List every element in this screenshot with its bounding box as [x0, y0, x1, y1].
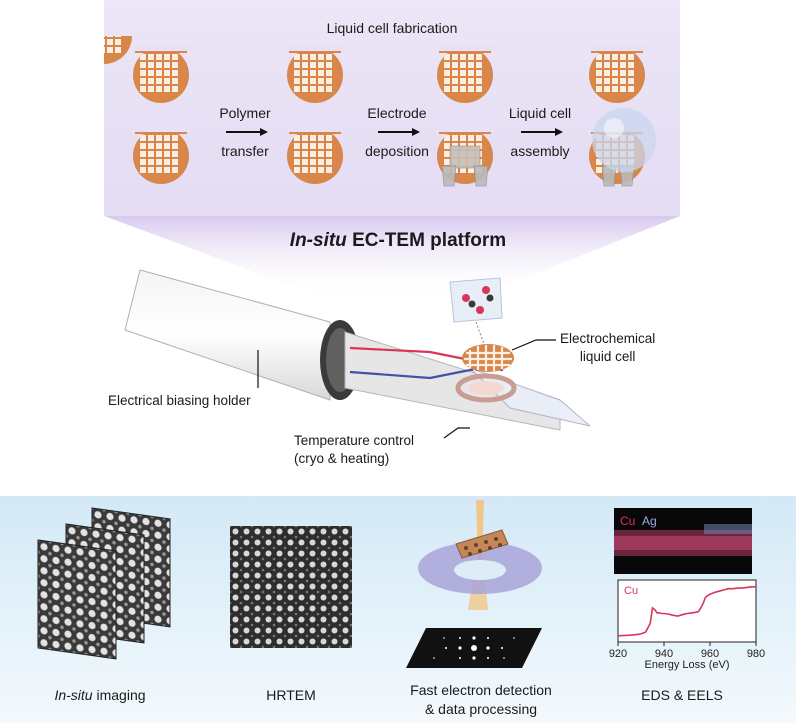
fabrication-grid-array: [104, 36, 656, 187]
arrow-right-icon: [378, 128, 420, 136]
arrow-right-icon: [226, 128, 268, 136]
fabrication-panel: [104, 0, 680, 216]
platform-title: In-situ EC-TEM platform: [289, 230, 507, 251]
imaging-label: In-situ imaging: [54, 687, 146, 703]
liquid-droplet-icon: [592, 108, 656, 172]
fast-detection-illustration: [406, 500, 542, 668]
red-wire: [349, 346, 471, 362]
specimen-crystal: [455, 529, 509, 559]
eels-xtick-label: 960: [701, 648, 719, 660]
fast-detection-label: Fast electron detection& data processing: [410, 682, 552, 717]
cell-window-icon: [449, 277, 503, 323]
eels-xtick-label: 940: [655, 648, 673, 660]
arrow-right-icon: [521, 128, 563, 136]
eels-chart: Cu 920 940 960 980 Energy Loss (eV): [609, 579, 765, 671]
eels-plot-frame: [617, 579, 757, 643]
step-assembly-label: Liquid cell assembly: [508, 105, 572, 159]
eels-xtick-label: 920: [609, 648, 627, 660]
eds-eels-label: EDS & EELS: [641, 687, 723, 703]
eds-ag-label: Ag: [642, 514, 657, 528]
hrtem-label: HRTEM: [266, 687, 316, 703]
temperature-ring: [455, 373, 517, 403]
hrtem-image: [230, 526, 352, 648]
blue-wire: [349, 368, 471, 380]
fabrication-title: Liquid cell fabrication: [326, 20, 458, 36]
eds-cu-label: Cu: [620, 514, 636, 528]
temperature-label: Temperature control(cryo & heating): [294, 433, 415, 466]
eels-series-label: Cu: [624, 585, 638, 597]
step-electrode-label: Electrode deposition: [365, 105, 429, 159]
holder-illustration: [124, 269, 591, 439]
eels-xlabel: Energy Loss (eV): [645, 659, 730, 671]
eels-xtick-label: 980: [747, 648, 765, 660]
fabrication-grids: [104, 36, 132, 64]
tem-grid-icon: [104, 36, 132, 64]
projection-funnel: [104, 216, 680, 300]
eds-map: Cu Ag: [614, 508, 752, 574]
eels-series-line: [617, 586, 756, 637]
step-polymer-label: Polymer transfer: [219, 105, 271, 159]
holder-rod: [124, 269, 331, 401]
holder-tip: [344, 331, 561, 431]
insitu-imaging-stack: [37, 507, 171, 660]
biasing-holder-label: Electrical biasing holder: [108, 393, 251, 408]
